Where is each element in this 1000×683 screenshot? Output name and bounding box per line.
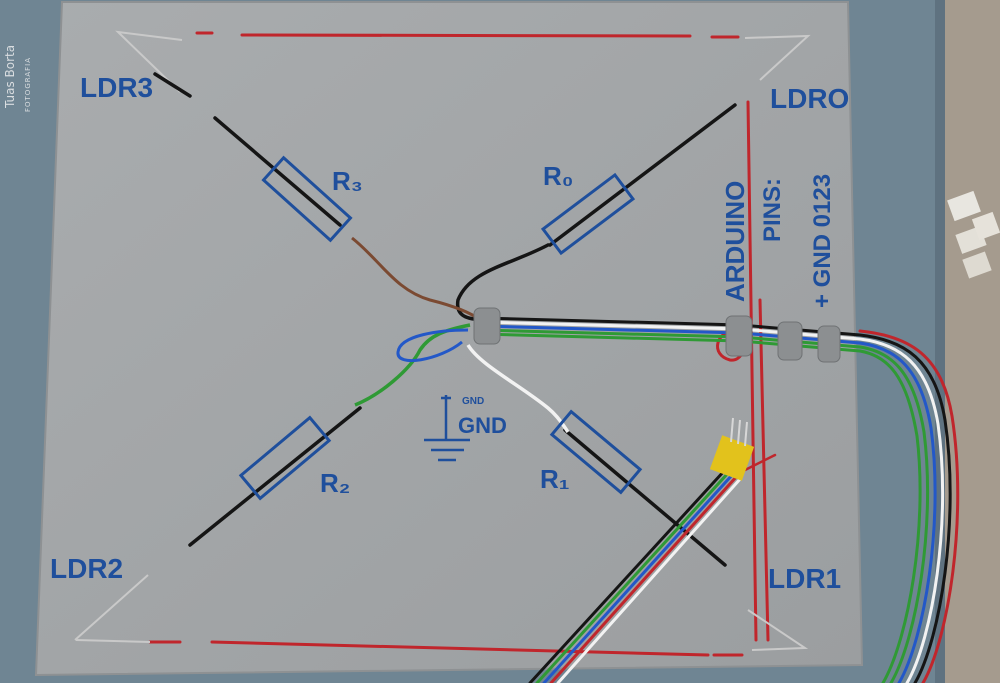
- black-wires: [153, 72, 737, 567]
- label-ldr1: LDR1: [768, 563, 841, 594]
- ground-symbol: [424, 395, 470, 462]
- header-cable: [528, 453, 777, 683]
- watermark-subtitle: FOTOGRAFIA: [24, 57, 32, 112]
- cable-ties: [473, 307, 841, 363]
- resistor-r1: [549, 409, 643, 495]
- blue-wire: [396, 328, 469, 363]
- ldr-leads: [74, 30, 811, 651]
- label-r1: R₁: [540, 464, 570, 494]
- watermark-name: Tuas Borta: [3, 45, 17, 109]
- label-arduino: ARDUINO: [720, 181, 750, 302]
- label-r2: R₂: [320, 468, 350, 498]
- shadow-edge: [935, 0, 945, 683]
- label-gnd: GND: [458, 413, 507, 438]
- label-r0: R₀: [543, 161, 574, 191]
- label-pins: PINS:: [759, 178, 786, 242]
- resistor-r3: [261, 155, 353, 243]
- floor-tiles: [947, 190, 1000, 279]
- label-ldr3: LDR3: [80, 72, 153, 103]
- header-connector: [709, 435, 755, 481]
- label-gnd-small: GND: [462, 396, 484, 407]
- header-pins: [730, 417, 748, 447]
- resistor-r0: [540, 172, 636, 256]
- label-r3: R₃: [332, 166, 363, 196]
- resistor-r2: [238, 415, 332, 501]
- label-pin-numbers: + GND 0123: [809, 174, 836, 308]
- ribbon-cable: [478, 316, 960, 683]
- label-ldr0: LDRO: [770, 83, 849, 114]
- white-wire: [466, 344, 570, 434]
- right-surface: [942, 0, 1000, 683]
- brown-wire: [351, 236, 481, 322]
- label-ldr2: LDR2: [50, 553, 123, 584]
